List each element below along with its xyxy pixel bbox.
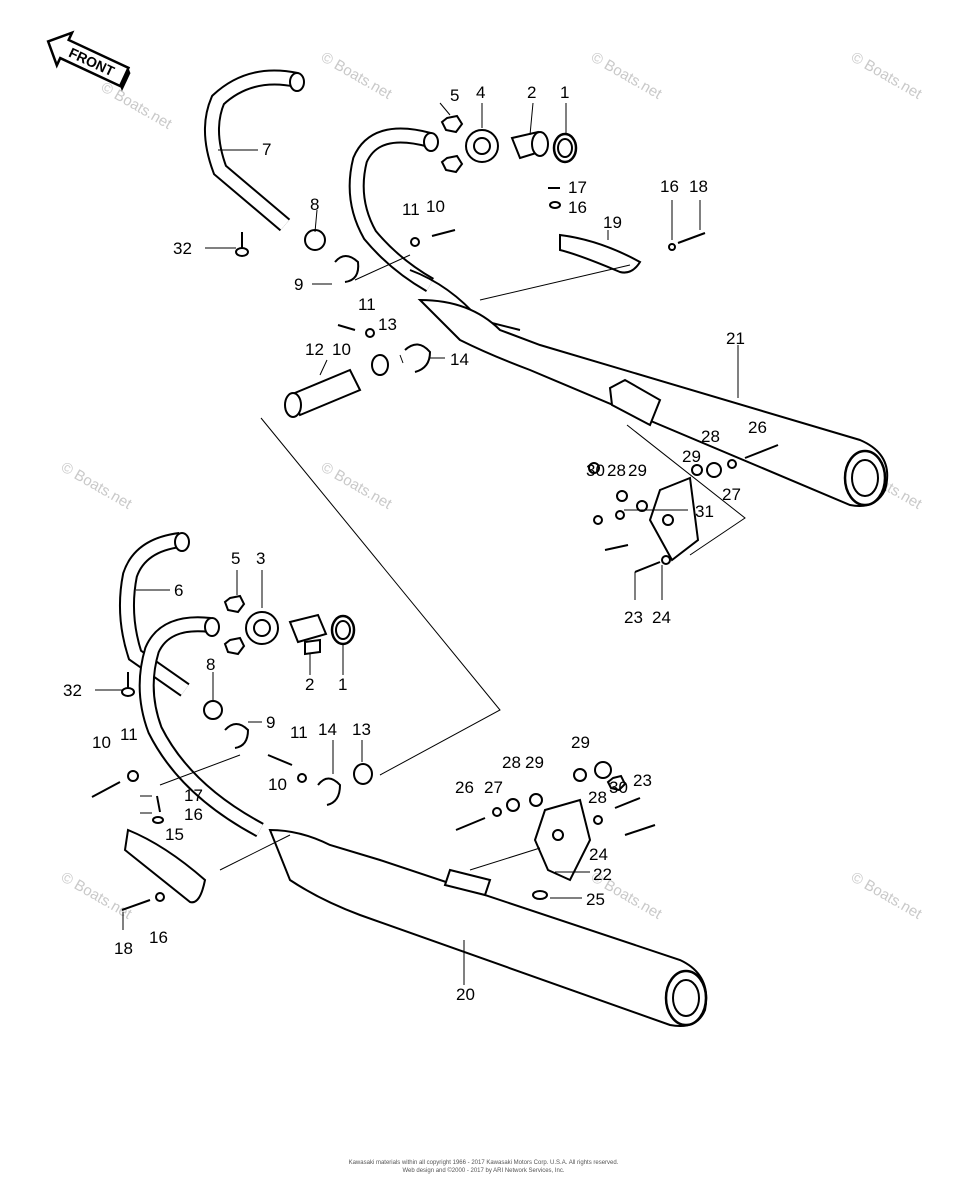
callout-24: 24 xyxy=(652,608,671,627)
callout-27: 27 xyxy=(722,485,741,504)
watermark: © Boats.net xyxy=(848,869,925,923)
callout-16: 16 xyxy=(660,177,679,196)
watermark: © Boats.net xyxy=(588,49,665,103)
callout-17: 17 xyxy=(568,178,587,197)
callout-28: 28 xyxy=(502,753,521,772)
callout-30: 30 xyxy=(609,778,628,797)
callout-25: 25 xyxy=(586,890,605,909)
callout-19: 19 xyxy=(603,213,622,232)
watermark: © Boats.net xyxy=(98,79,175,133)
copyright-line-1: Kawasaki materials within all copyright … xyxy=(348,1160,619,1166)
watermark: © Boats.net xyxy=(848,49,925,103)
callout-13: 13 xyxy=(378,315,397,334)
callout-15: 15 xyxy=(165,825,184,844)
callout-11: 11 xyxy=(290,723,308,742)
connector-lines-lower xyxy=(159,754,541,871)
callout-16: 16 xyxy=(568,198,587,217)
callout-18: 18 xyxy=(114,939,133,958)
callout-2: 2 xyxy=(305,675,314,694)
watermark: © Boats.net xyxy=(318,49,395,103)
callout-6: 6 xyxy=(174,581,183,600)
callout-1: 1 xyxy=(338,675,347,694)
watermark: © Boats.net xyxy=(58,459,135,513)
leader-lines xyxy=(95,102,739,985)
callout-3: 3 xyxy=(256,549,265,568)
front-arrow: FRONT xyxy=(46,30,131,92)
callout-23: 23 xyxy=(633,771,652,790)
callout-21: 21 xyxy=(726,329,745,348)
callout-23: 23 xyxy=(624,608,643,627)
watermark: © Boats.net xyxy=(318,459,395,513)
callout-24: 24 xyxy=(589,845,608,864)
callout-26: 26 xyxy=(748,418,767,437)
callout-16: 16 xyxy=(149,928,168,947)
callout-31: 31 xyxy=(695,502,714,521)
callout-32: 32 xyxy=(63,681,82,700)
callout-28: 28 xyxy=(701,427,720,446)
callout-13: 13 xyxy=(352,720,371,739)
callout-12: 12 xyxy=(305,340,324,359)
connector-lines-upper xyxy=(260,254,746,776)
callout-26: 26 xyxy=(455,778,474,797)
callout-29: 29 xyxy=(525,753,544,772)
callout-22: 22 xyxy=(593,865,612,884)
callout-8: 8 xyxy=(206,655,215,674)
callout-14: 14 xyxy=(450,350,469,369)
callout-11: 11 xyxy=(120,725,138,744)
callout-29: 29 xyxy=(571,733,590,752)
callout-10: 10 xyxy=(268,775,287,794)
callout-9: 9 xyxy=(266,713,275,732)
callout-30: 30 xyxy=(586,461,605,480)
callout-1: 1 xyxy=(560,83,569,102)
callout-10: 10 xyxy=(92,733,111,752)
callout-17: 17 xyxy=(184,786,203,805)
callout-28: 28 xyxy=(588,788,607,807)
callout-10: 10 xyxy=(332,340,351,359)
callout-7: 7 xyxy=(262,140,271,159)
callout-9: 9 xyxy=(294,275,303,294)
upper-assembly xyxy=(203,69,889,573)
callout-5: 5 xyxy=(450,86,459,105)
callout-5: 5 xyxy=(231,549,240,568)
callout-20: 20 xyxy=(456,985,475,1004)
lower-assembly xyxy=(91,532,708,1027)
callout-8: 8 xyxy=(310,195,319,214)
callout-11: 11 xyxy=(402,200,420,219)
callout-28: 28 xyxy=(607,461,626,480)
callout-10: 10 xyxy=(426,197,445,216)
callout-11: 11 xyxy=(358,295,376,314)
callout-18: 18 xyxy=(689,177,708,196)
callout-29: 29 xyxy=(628,461,647,480)
callout-32: 32 xyxy=(173,239,192,258)
callout-29: 29 xyxy=(682,447,701,466)
callouts: 1 2 4 5 7 8 11 10 17 16 16 18 19 32 9 11… xyxy=(63,83,767,1004)
watermark: © Boats.net xyxy=(58,869,135,923)
callout-27: 27 xyxy=(484,778,503,797)
copyright-line-2: Web design and ©2000 - 2017 by ARI Netwo… xyxy=(402,1168,565,1174)
callout-16: 16 xyxy=(184,805,203,824)
callout-2: 2 xyxy=(527,83,536,102)
callout-4: 4 xyxy=(476,83,485,102)
callout-14: 14 xyxy=(318,720,337,739)
